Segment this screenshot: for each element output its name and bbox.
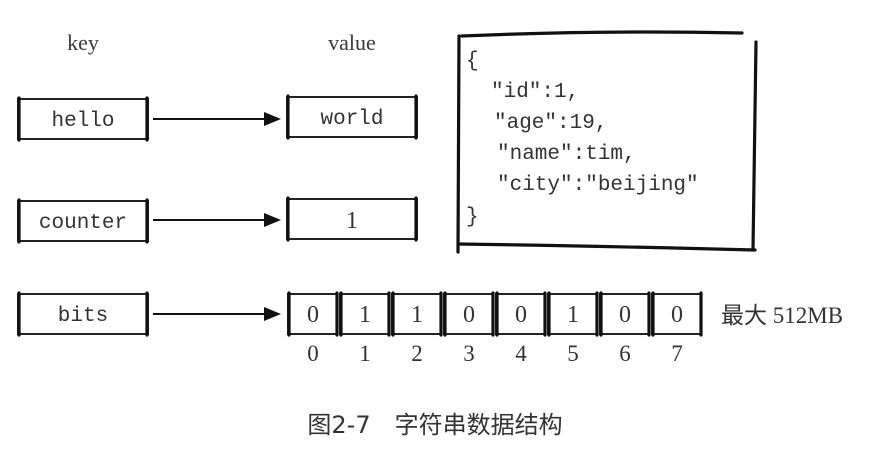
json-close-brace: } [466, 206, 479, 229]
arrow-bits-to-array [153, 307, 281, 321]
json-line: "city":"beijing" [497, 174, 699, 197]
bit-index: 3 [463, 341, 475, 366]
key-bits-label: bits [58, 305, 108, 328]
key-column-header: key [67, 30, 99, 55]
bit-value: 0 [671, 302, 683, 328]
key-box-bits: bits [17, 291, 149, 337]
arrow-counter-to-1 [153, 213, 281, 227]
bit-index: 4 [515, 341, 527, 366]
key-box-counter: counter [17, 198, 149, 244]
bit-cell: 07 [651, 291, 703, 366]
bit-index: 6 [619, 341, 631, 366]
value-box-world: world [286, 94, 418, 140]
bit-cell: 04 [495, 291, 547, 366]
bit-value: 1 [567, 302, 579, 328]
bit-index: 0 [307, 341, 319, 366]
bit-cell: 00 [287, 291, 339, 366]
json-line: "age":19, [494, 112, 607, 135]
figure-caption: 图2-7 字符串数据结构 [307, 411, 562, 439]
bit-cell: 06 [599, 291, 651, 366]
value-1-label: 1 [346, 208, 358, 234]
bit-cell: 03 [443, 291, 495, 366]
bit-cell: 12 [391, 291, 443, 366]
json-line: "name":tim, [497, 143, 636, 166]
bit-index: 5 [567, 341, 579, 366]
bit-cell: 15 [547, 291, 599, 366]
max-size-label: 最大 512MB [721, 303, 843, 328]
bit-value: 0 [619, 302, 631, 328]
bit-index: 1 [359, 341, 371, 366]
json-open-brace: { [466, 50, 479, 73]
value-box-1: 1 [286, 196, 418, 242]
bit-value: 1 [359, 302, 371, 328]
arrow-hello-to-world [153, 112, 281, 126]
bit-cell: 11 [339, 291, 391, 366]
key-counter-label: counter [39, 212, 127, 235]
value-column-header: value [328, 30, 376, 55]
bit-value: 0 [307, 302, 319, 328]
bit-value: 1 [411, 302, 423, 328]
key-box-hello: hello [17, 96, 149, 142]
bit-index: 7 [671, 341, 683, 366]
json-line: "id":1, [491, 81, 579, 104]
row-counter: counter 1 [17, 196, 418, 244]
bit-value: 0 [463, 302, 475, 328]
bit-index: 2 [411, 341, 423, 366]
json-object-box: { "id":1, "age":19, "name":tim, "city":"… [456, 30, 758, 254]
key-hello-label: hello [51, 110, 114, 133]
value-world-label: world [320, 108, 383, 131]
bit-value: 0 [515, 302, 527, 328]
row-hello: hello world [17, 94, 418, 142]
